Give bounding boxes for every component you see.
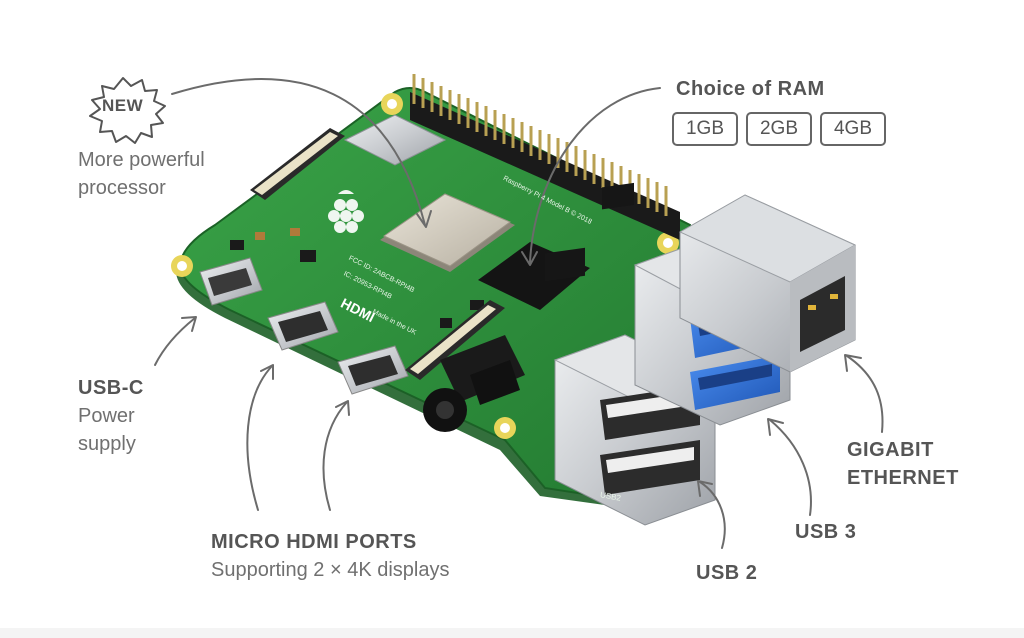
hdmi-title: MICRO HDMI PORTS	[211, 531, 417, 553]
audio-jack	[423, 335, 525, 432]
arrow-usb3	[769, 419, 812, 516]
usb-c-line2: supply	[78, 433, 136, 455]
usb3-label: USB 3	[795, 521, 857, 543]
arrow-usb-c	[154, 317, 196, 366]
ram-title: Choice of RAM	[676, 78, 825, 100]
ram-option-4gb: 4GB	[820, 112, 886, 146]
ethernet-label-line2: ETHERNET	[847, 467, 959, 489]
micro-hdmi-ports	[267, 301, 409, 395]
raspberry-logo	[328, 190, 364, 233]
processor-label-line2: processor	[78, 177, 166, 199]
bottom-band	[0, 628, 1024, 638]
mounting-holes	[171, 93, 679, 439]
hdmi-subtitle: Supporting 2 × 4K displays	[211, 559, 450, 581]
arrow-hdmi-1	[246, 365, 273, 511]
arrow-ram	[529, 87, 661, 263]
ram-option-1gb: 1GB	[672, 112, 738, 146]
new-badge	[89, 77, 166, 144]
ethernet-port	[678, 194, 857, 373]
ethernet-label-line1: GIGABIT	[847, 439, 934, 461]
arrow-processor	[171, 78, 426, 226]
wifi-shield	[343, 114, 447, 166]
callout-arrows	[154, 78, 884, 549]
arrow-usb2	[699, 481, 726, 549]
processor-label-line1: More powerful	[78, 149, 205, 171]
arrow-hdmi-2	[322, 401, 348, 511]
new-badge-label: NEW	[102, 96, 144, 115]
usb2-label: USB 2	[696, 562, 758, 584]
arrow-ethernet	[846, 355, 884, 433]
small-components	[230, 182, 634, 328]
processor-chip	[380, 193, 515, 272]
ram-option-2gb: 2GB	[746, 112, 812, 146]
usb-c-port	[199, 257, 263, 306]
usb-c-line1: Power	[78, 405, 135, 427]
usb-c-title: USB-C	[78, 377, 144, 399]
